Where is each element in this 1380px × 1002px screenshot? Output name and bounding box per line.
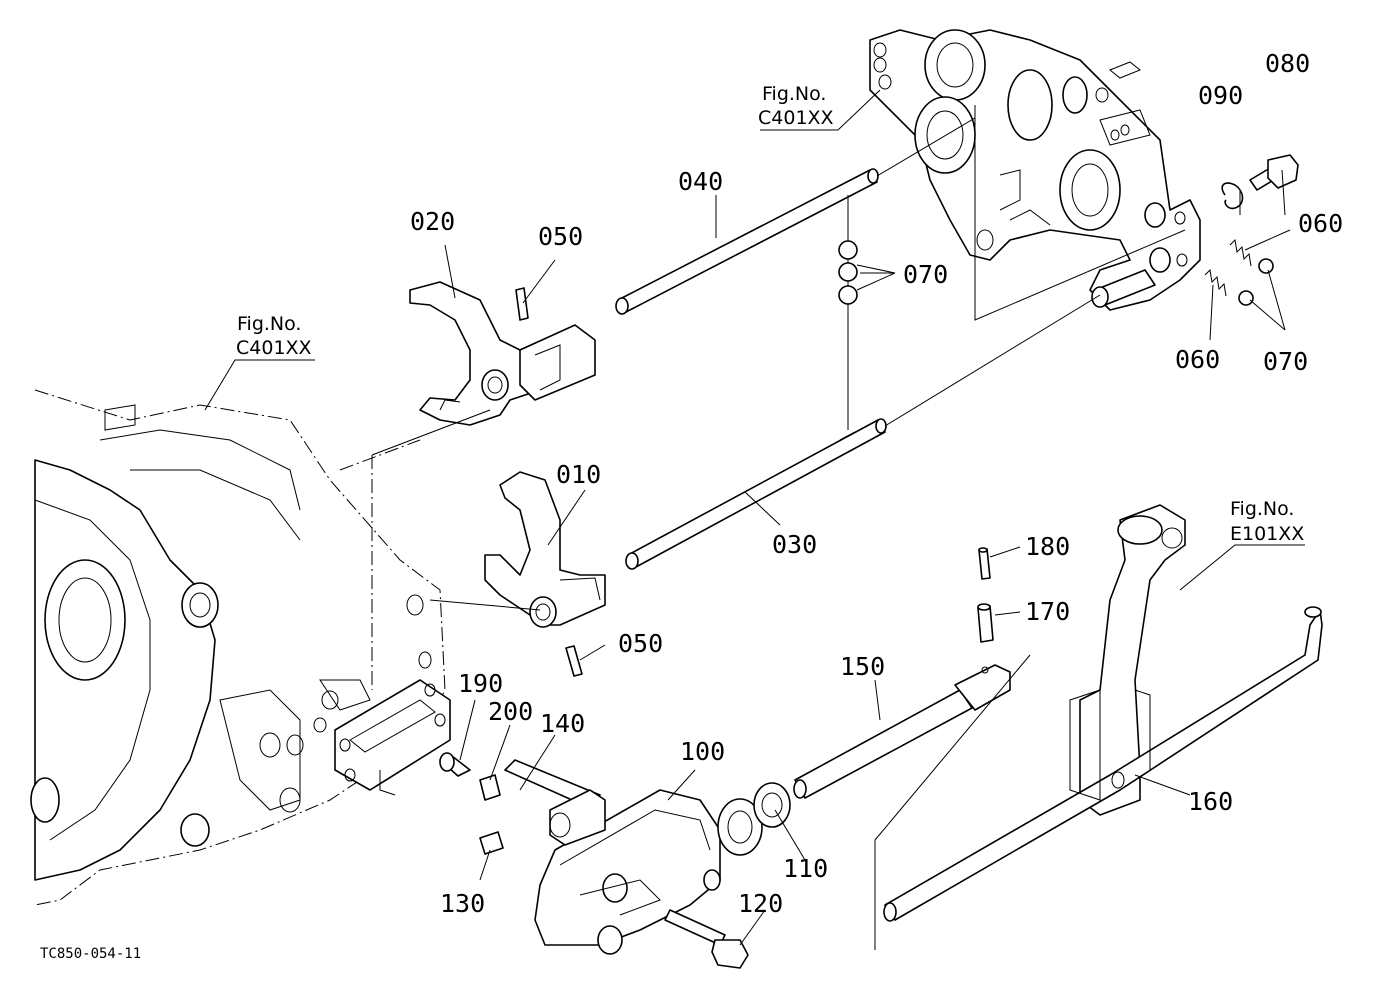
part-label-090: 090	[1198, 81, 1243, 110]
bolt-080	[1249, 154, 1299, 191]
pin-050-lower	[565, 645, 583, 677]
pedal-160	[883, 504, 1323, 922]
part-label-010: 010	[556, 460, 601, 489]
guide-150	[874, 654, 1031, 841]
figure-ref-left-line1: Fig.No.	[237, 313, 301, 335]
ball-070-upper	[1258, 258, 1274, 274]
collar-110	[717, 782, 791, 856]
balls-070-center	[838, 240, 858, 305]
part-label-060-upper: 060	[1298, 209, 1343, 238]
figure-ref-left: Fig.No. C401XX	[236, 313, 312, 359]
part-label-150: 150	[840, 652, 885, 681]
washer-200	[479, 774, 501, 801]
pin-180	[978, 547, 991, 580]
shift-rod-040	[615, 117, 976, 315]
part-label-190: 190	[458, 669, 503, 698]
figure-ref-upper-line1: Fig.No.	[762, 83, 826, 105]
part-label-080: 080	[1265, 49, 1310, 78]
part-label-020: 020	[410, 207, 455, 236]
figure-ref-upper: Fig.No. C401XX	[758, 83, 834, 129]
figure-ref-right: Fig.No. E101XX	[1230, 498, 1304, 545]
part-label-170: 170	[1025, 597, 1070, 626]
part-label-060-lower: 060	[1175, 345, 1220, 374]
part-label-050-lower: 050	[618, 629, 663, 658]
pin-130	[479, 831, 504, 855]
figure-ref-upper-line2: C401XX	[758, 107, 834, 129]
pin-170	[977, 603, 994, 643]
shaft-150	[793, 664, 1011, 799]
upper-case	[869, 29, 1201, 321]
part-label-070-center: 070	[903, 260, 948, 289]
bolt-190	[439, 752, 471, 777]
shift-fork-020	[409, 281, 596, 426]
shift-fork-010	[484, 471, 606, 628]
figure-ref-right-line1: Fig.No.	[1230, 498, 1294, 520]
pin-050-upper	[515, 287, 529, 321]
ball-070-lower	[1238, 290, 1254, 306]
part-label-030: 030	[772, 530, 817, 559]
leader-lines	[204, 89, 1305, 946]
figure-ref-right-line2: E101XX	[1230, 523, 1304, 545]
part-label-100: 100	[680, 737, 725, 766]
shaft-140	[504, 759, 606, 846]
part-label-070-right: 070	[1263, 347, 1308, 376]
spring-060-lower	[1204, 268, 1227, 297]
figure-ref-left-line2: C401XX	[236, 337, 312, 359]
part-label-130: 130	[440, 889, 485, 918]
connector-line	[371, 409, 491, 456]
lever-100	[534, 789, 721, 955]
shift-rod-030	[625, 294, 1101, 570]
transmission-case	[30, 389, 451, 906]
circlip-090	[1221, 182, 1244, 210]
bolt-120	[664, 909, 749, 969]
part-label-200: 200	[488, 697, 533, 726]
drawing-code: TC850-054-11	[40, 946, 141, 962]
part-label-040: 040	[678, 167, 723, 196]
part-label-180: 180	[1025, 532, 1070, 561]
part-label-110: 110	[783, 854, 828, 883]
part-label-140: 140	[540, 709, 585, 738]
spring-060-upper	[1229, 238, 1252, 267]
part-label-160: 160	[1188, 787, 1233, 816]
part-label-120: 120	[738, 889, 783, 918]
part-label-050-upper: 050	[538, 222, 583, 251]
